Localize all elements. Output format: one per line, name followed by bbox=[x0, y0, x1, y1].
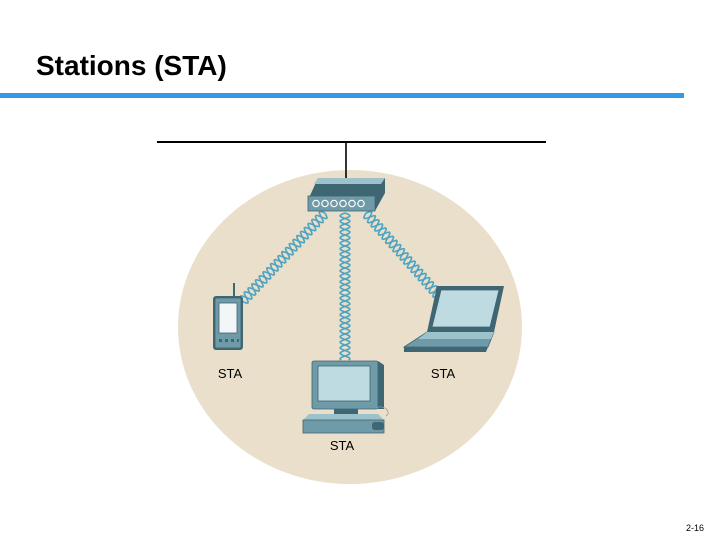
station-label-pda: STA bbox=[218, 366, 243, 381]
wireless-links bbox=[239, 210, 442, 361]
page-title: Stations (STA) bbox=[36, 50, 227, 81]
wireless-link-desktop bbox=[339, 212, 351, 361]
desktop-computer-icon bbox=[302, 360, 389, 434]
title-divider bbox=[0, 93, 684, 98]
pda-icon bbox=[213, 283, 243, 350]
access-point-icon bbox=[307, 178, 385, 212]
page-number: 2-16 bbox=[686, 523, 705, 533]
wireless-link-pda bbox=[239, 210, 328, 304]
wireless-link-laptop bbox=[363, 210, 442, 299]
station-label-laptop: STA bbox=[431, 366, 456, 381]
station-label-desktop: STA bbox=[330, 438, 355, 453]
laptop-icon bbox=[402, 286, 504, 352]
wired-backbone bbox=[157, 141, 546, 180]
bss-coverage-area bbox=[178, 170, 522, 484]
